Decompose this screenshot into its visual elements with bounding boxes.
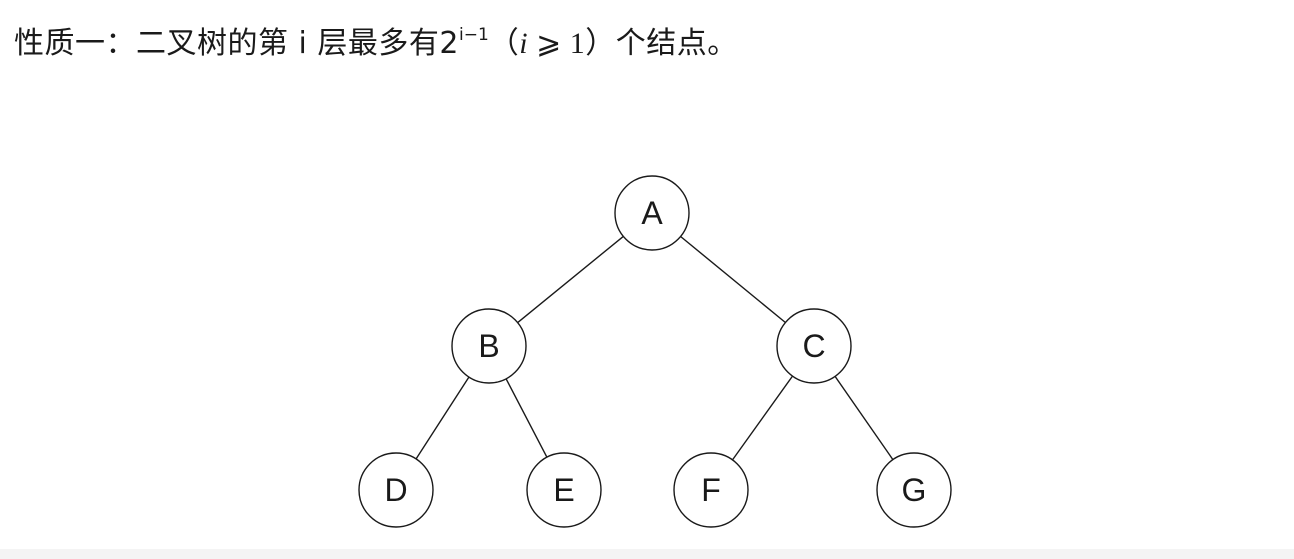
edge-a-c bbox=[680, 235, 786, 324]
node-label: D bbox=[384, 472, 407, 508]
heading-condition-variable: i bbox=[519, 27, 529, 60]
node-circle bbox=[673, 452, 749, 528]
edge-b-e bbox=[505, 378, 548, 458]
node-label: B bbox=[478, 328, 499, 364]
tree-node-a: A bbox=[614, 175, 690, 251]
node-circle bbox=[358, 452, 434, 528]
tree-node-e: E bbox=[526, 452, 602, 528]
tree-node-c: C bbox=[776, 308, 852, 384]
heading-condition: i ⩾ 1 bbox=[519, 27, 585, 60]
tree-edges bbox=[415, 235, 894, 461]
node-circle bbox=[614, 175, 690, 251]
heading-condition-rest: ⩾ 1 bbox=[528, 27, 586, 60]
node-circle bbox=[451, 308, 527, 384]
node-label: G bbox=[902, 472, 927, 508]
property-heading: 性质一：二叉树的第 i 层最多有2i−1（i ⩾ 1）个结点。 bbox=[14, 22, 738, 66]
node-circle bbox=[776, 308, 852, 384]
edge-c-g bbox=[834, 376, 894, 460]
heading-paren-open: （ bbox=[488, 26, 520, 61]
node-circle bbox=[526, 452, 602, 528]
edge-a-b bbox=[517, 235, 624, 324]
heading-exponent: i−1 bbox=[459, 25, 489, 45]
heading-paren-close: ） bbox=[585, 26, 616, 61]
node-label: F bbox=[701, 472, 721, 508]
heading-prefix: 性质一：二叉树的第 i 层最多有2 bbox=[14, 26, 459, 61]
edge-c-f bbox=[731, 375, 794, 461]
node-label: E bbox=[553, 472, 574, 508]
node-label: A bbox=[641, 195, 663, 231]
tree-node-g: G bbox=[876, 452, 952, 528]
tree-node-b: B bbox=[451, 308, 527, 384]
tree-node-d: D bbox=[358, 452, 434, 528]
node-circle bbox=[876, 452, 952, 528]
edge-b-d bbox=[415, 376, 470, 460]
bottom-band bbox=[0, 549, 1294, 559]
tree-nodes: A B C D E F G bbox=[358, 175, 952, 528]
tree-node-f: F bbox=[673, 452, 749, 528]
heading-suffix: 个结点。 bbox=[615, 26, 738, 61]
node-label: C bbox=[802, 328, 825, 364]
